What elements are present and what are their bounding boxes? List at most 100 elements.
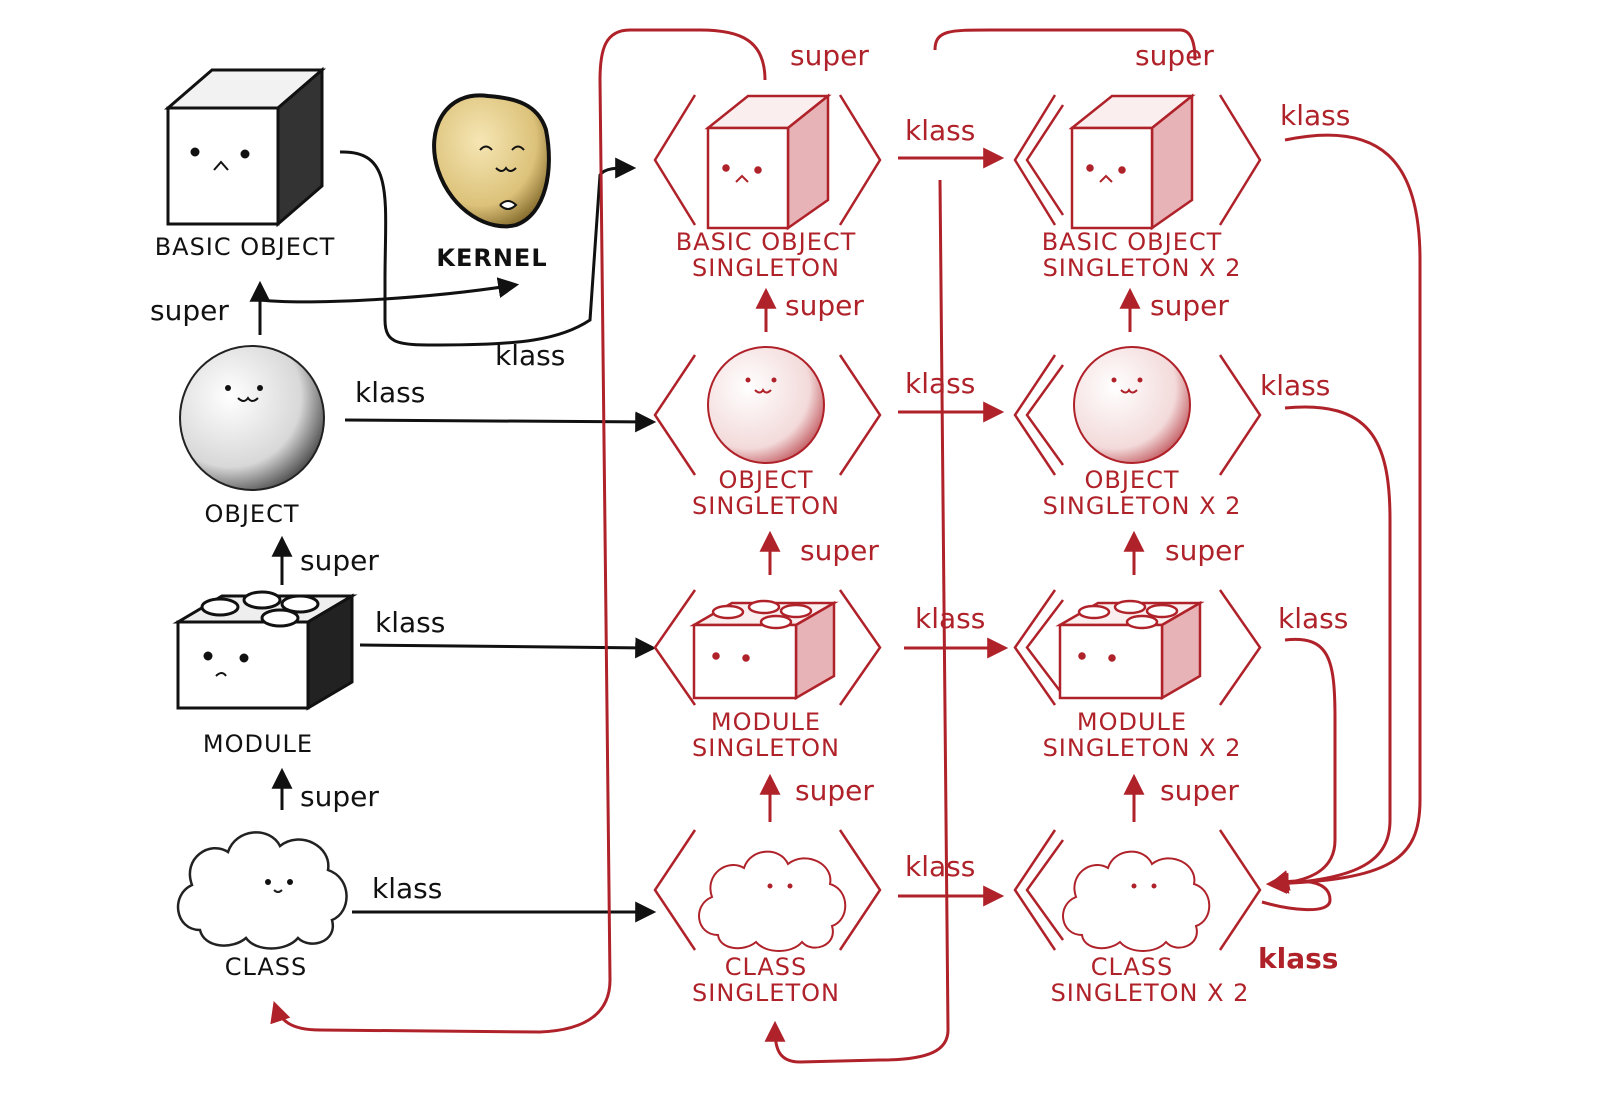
bracket-left-bos2 [1013,94,1057,226]
brick-icon [172,590,358,711]
klass-label-object: klass [355,376,425,409]
cloud-icon [698,850,847,952]
basic-object-singleton-line1: BASIC OBJECT [676,228,857,256]
brick-icon [689,599,839,701]
sphere-icon [1073,346,1191,464]
bracket-left-bos [653,94,697,226]
cube-icon [163,66,327,228]
bracket-left-os2 [1013,354,1057,476]
klass-label-class: klass [372,872,442,905]
object-singleton-node: OBJECT SINGLETON [692,346,840,520]
klass-label-cs2: klass [1258,942,1338,975]
bracket-right-bos2 [1218,94,1262,226]
bracket-left-cs2 [1013,829,1057,951]
bracket-left-inner-ms2 [1025,599,1064,696]
class-singleton-x2-line2: SINGLETON X 2 [1051,979,1250,1007]
edge-bos2-klass [1265,133,1422,894]
cloud-icon [1062,850,1211,952]
object-singleton-x2-line1: OBJECT [1084,466,1179,494]
super-label-cs2: super [1160,774,1239,807]
basic-object-singleton-x2-line1: BASIC OBJECT [1042,228,1223,256]
class-singleton-x2-node: CLASS SINGLETON X 2 [1051,850,1250,1007]
basic-object-singleton-x2-line2: SINGLETON X 2 [1043,254,1242,282]
singleton-brackets [653,94,1262,951]
class-singleton-node: CLASS SINGLETON [692,850,847,1007]
module-node: MODULE [172,590,358,758]
brick-icon [1055,599,1205,701]
edge-bos-super-to-class [270,28,767,1034]
super-label-bos: super [790,39,869,72]
basic-object-singleton-x2-node: BASIC OBJECT SINGLETON X 2 [1042,93,1242,282]
klass-label-os: klass [905,367,975,400]
edge-object-klass [344,411,657,433]
bracket-left-os [653,354,697,476]
super-label-os2: super [1150,289,1229,322]
super-label-module: super [300,544,379,577]
bracket-right-os2 [1218,354,1262,476]
bracket-right-ms2 [1218,589,1262,706]
object-singleton-line1: OBJECT [718,466,813,494]
cube-icon [704,93,832,231]
module-singleton-x2-node: MODULE SINGLETON X 2 [1043,599,1242,762]
module-singleton-line2: SINGLETON [692,734,840,762]
basic-object-node: BASIC OBJECT [155,66,336,261]
red-edges [270,28,1422,1064]
edge-module-klass [359,637,657,659]
bracket-right-cs [838,829,882,951]
module-singleton-node: MODULE SINGLETON [689,599,840,762]
edge-os2-klass [1267,405,1392,894]
class-label: CLASS [225,953,308,981]
bracket-left-cs [653,829,697,951]
edge-bos2-super-to-cs [773,28,1197,1064]
klass-label-bos2: klass [1280,99,1350,132]
bracket-right-bos [838,94,882,226]
super-label-ms: super [800,534,879,567]
object-singleton-x2-node: OBJECT SINGLETON X 2 [1043,346,1242,520]
bracket-left-ms2 [1013,589,1057,706]
object-label: OBJECT [204,500,299,528]
object-node: OBJECT [179,345,325,528]
module-singleton-x2-line1: MODULE [1077,708,1187,736]
basic-object-singleton-node: BASIC OBJECT SINGLETON [676,93,857,282]
class-singleton-line2: SINGLETON [692,979,840,1007]
bracket-right-os [838,354,882,476]
klass-label-cs: klass [905,850,975,883]
edge-ms2-klass [1267,637,1337,894]
edge-to-kernel [261,277,520,304]
bracket-left-inner-bos2 [1025,104,1065,216]
class-singleton-line1: CLASS [725,953,808,981]
basic-object-singleton-line2: SINGLETON [692,254,840,282]
cube-icon [1068,93,1196,231]
module-singleton-line1: MODULE [711,708,821,736]
klass-label-basic-object: klass [495,339,565,372]
klass-label-bos: klass [905,114,975,147]
kernel-node: KERNEL [432,93,551,272]
module-singleton-x2-line2: SINGLETON X 2 [1043,734,1242,762]
sphere-icon [707,346,825,464]
klass-label-os2: klass [1260,369,1330,402]
super-label-cs: super [795,774,874,807]
cloud-icon [176,831,348,950]
object-singleton-line2: SINGLETON [692,492,840,520]
super-label-bos2: super [1135,39,1214,72]
class-node: CLASS [176,831,348,981]
basic-object-label: BASIC OBJECT [155,233,336,261]
bracket-left-ms [653,589,697,706]
sphere-icon [179,345,325,491]
bracket-left-inner-os2 [1025,364,1065,466]
klass-label-module: klass [375,606,445,639]
bracket-right-ms [838,589,882,706]
bracket-right-cs2 [1218,829,1262,951]
bracket-left-inner-cs2 [1025,839,1065,941]
klass-label-ms: klass [915,602,985,635]
seed-icon [432,93,551,229]
edge-cs2-klass-self [1261,870,1332,912]
super-label-class: super [300,780,379,813]
object-singleton-x2-line2: SINGLETON X 2 [1043,492,1242,520]
super-label-object: super [150,294,229,327]
klass-label-ms2: klass [1278,602,1348,635]
kernel-label: KERNEL [436,244,547,272]
module-label: MODULE [203,730,313,758]
super-label-os: super [785,289,864,322]
